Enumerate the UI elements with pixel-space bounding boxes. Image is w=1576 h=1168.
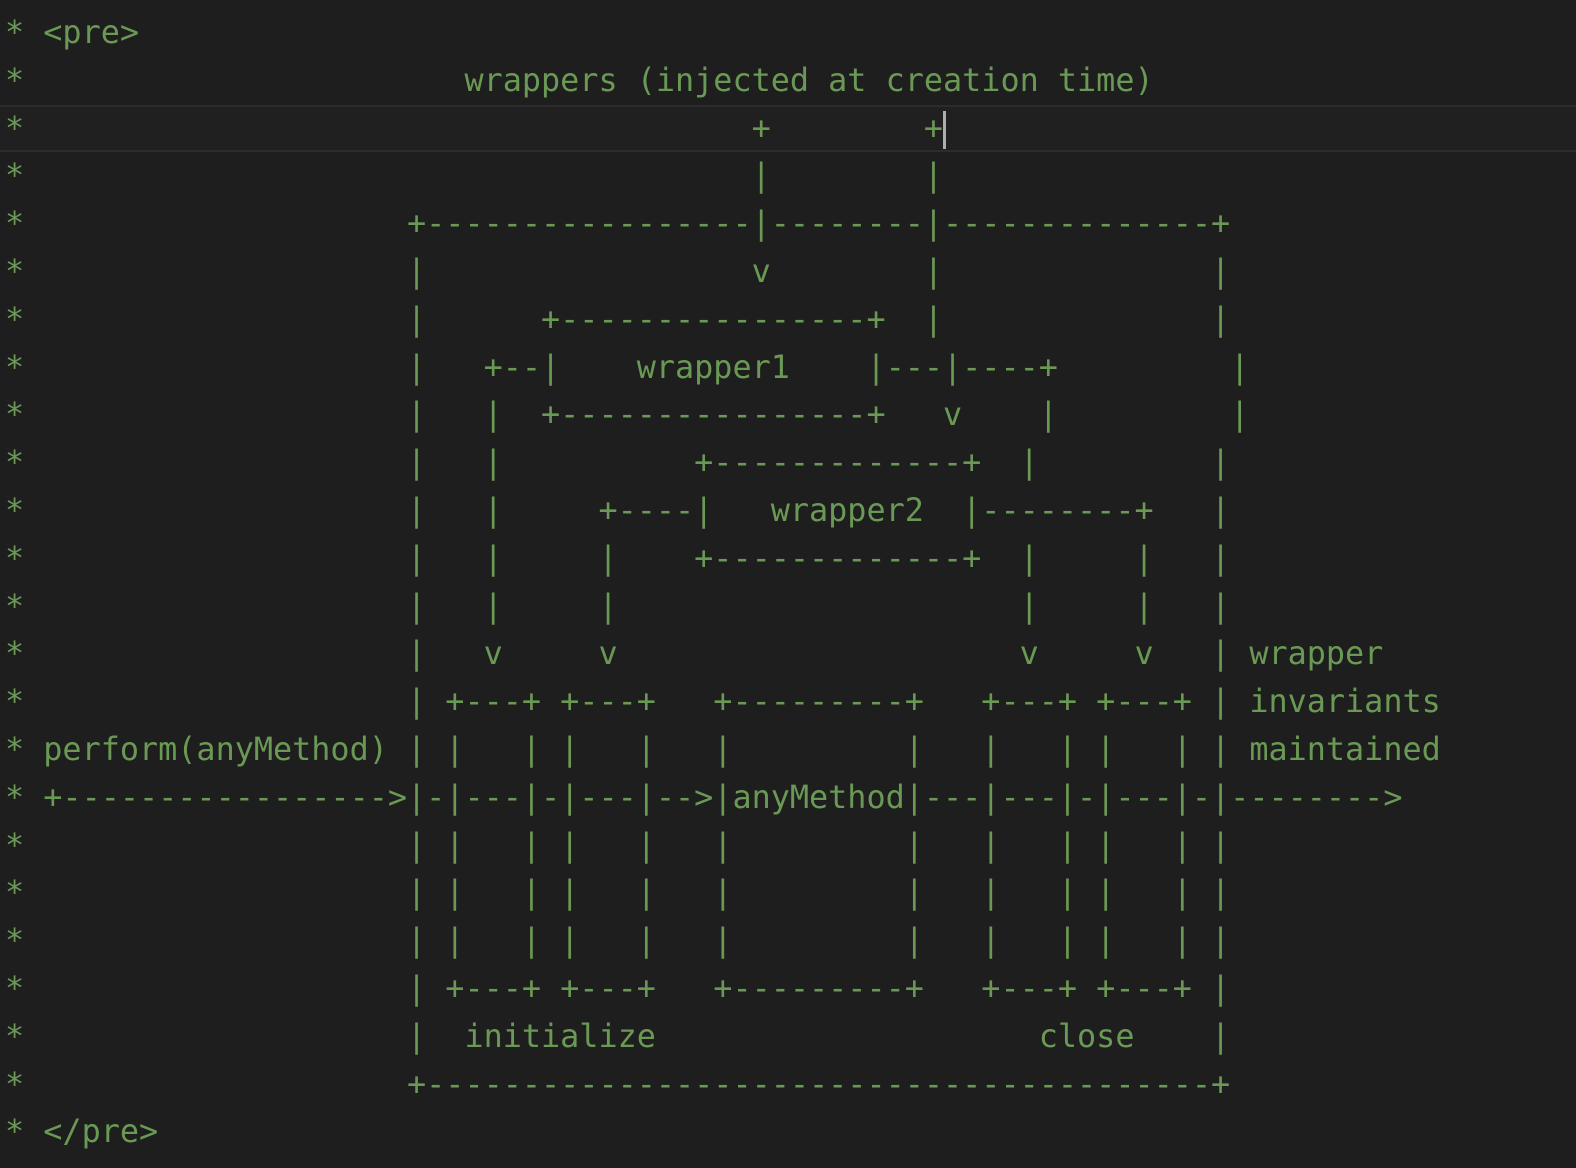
code-line-5[interactable]: * +-----------------|--------|----------…: [5, 205, 1231, 243]
code-line-10[interactable]: * | | +-------------+ | |: [5, 444, 1231, 482]
code-line-17[interactable]: * +----------------->|-|---|-|---|-->|an…: [5, 778, 1403, 816]
code-line-15[interactable]: * | +---+ +---+ +---------+ +---+ +---+ …: [5, 683, 1441, 721]
code-line-9[interactable]: * | | +----------------+ v | |: [5, 396, 1250, 434]
code-line-text: * + +: [5, 109, 944, 147]
code-line-21[interactable]: * | +---+ +---+ +---------+ +---+ +---+ …: [5, 969, 1231, 1007]
code-line-16[interactable]: * perform(anyMethod) | | | | | | | | | |…: [5, 730, 1441, 768]
code-line-24[interactable]: * </pre>: [5, 1113, 159, 1151]
code-line-22[interactable]: * | initialize close |: [5, 1017, 1231, 1055]
text-cursor: [943, 110, 946, 149]
code-editor[interactable]: * <pre> * wrappers (injected at creation…: [0, 9, 1576, 1156]
code-line-2[interactable]: * wrappers (injected at creation time): [5, 61, 1154, 99]
code-line-4[interactable]: * | |: [5, 157, 944, 195]
code-line-8[interactable]: * | +--| wrapper1 |---|----+ |: [5, 348, 1250, 386]
code-line-13[interactable]: * | | | | | |: [5, 587, 1231, 625]
code-line-3-current[interactable]: * + +: [0, 104, 1576, 153]
code-line-1[interactable]: * <pre>: [5, 14, 140, 51]
code-line-20[interactable]: * | | | | | | | | | | | |: [5, 922, 1231, 960]
code-line-23[interactable]: * +-------------------------------------…: [5, 1065, 1231, 1103]
code-line-11[interactable]: * | | +----| wrapper2 |--------+ |: [5, 491, 1231, 529]
code-line-19[interactable]: * | | | | | | | | | | | |: [5, 874, 1231, 912]
code-line-18[interactable]: * | | | | | | | | | | | |: [5, 826, 1231, 864]
code-line-7[interactable]: * | +----------------+ | |: [5, 300, 1231, 338]
code-line-12[interactable]: * | | | +-------------+ | | |: [5, 539, 1231, 577]
code-line-6[interactable]: * | v | |: [5, 252, 1231, 290]
code-line-14[interactable]: * | v v v v | wrapper: [5, 635, 1384, 673]
